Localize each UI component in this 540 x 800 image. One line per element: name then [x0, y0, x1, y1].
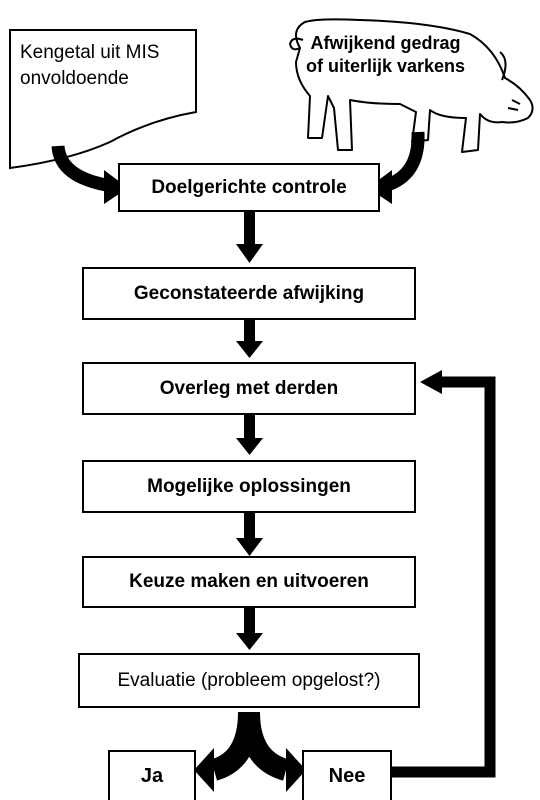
step-doelgerichte-controle: Doelgerichte controle	[118, 163, 380, 212]
pig-label-line1: Afwijkend gedrag	[310, 33, 461, 53]
step-evaluatie: Evaluatie (probleem opgelost?)	[78, 653, 420, 708]
mis-label-line1: Kengetal uit MIS	[20, 42, 160, 63]
pig-icon	[289, 18, 534, 153]
document-icon	[9, 29, 197, 170]
step-overleg-met-derden: Overleg met derden	[82, 362, 416, 415]
pig-label-line2: of uiterlijk varkens	[306, 56, 466, 76]
feedback-loop-arrow	[388, 376, 496, 778]
step-arrows	[236, 211, 263, 650]
step-geconstateerde-afwijking: Geconstateerde afwijking	[82, 267, 416, 320]
mis-label: Kengetal uit MIS onvoldoende	[20, 40, 159, 92]
outcome-nee: Nee	[302, 750, 392, 800]
mis-label-line2: onvoldoende	[20, 68, 129, 89]
outcome-ja: Ja	[108, 750, 196, 800]
split-arrow	[194, 711, 306, 792]
pig-label: Afwijkend gedrag of uiterlijk varkens	[306, 32, 465, 78]
step-mogelijke-oplossingen: Mogelijke oplossingen	[82, 460, 416, 513]
step-keuze-maken: Keuze maken en uitvoeren	[82, 556, 416, 608]
arrow-mis-to-control	[51, 145, 114, 193]
